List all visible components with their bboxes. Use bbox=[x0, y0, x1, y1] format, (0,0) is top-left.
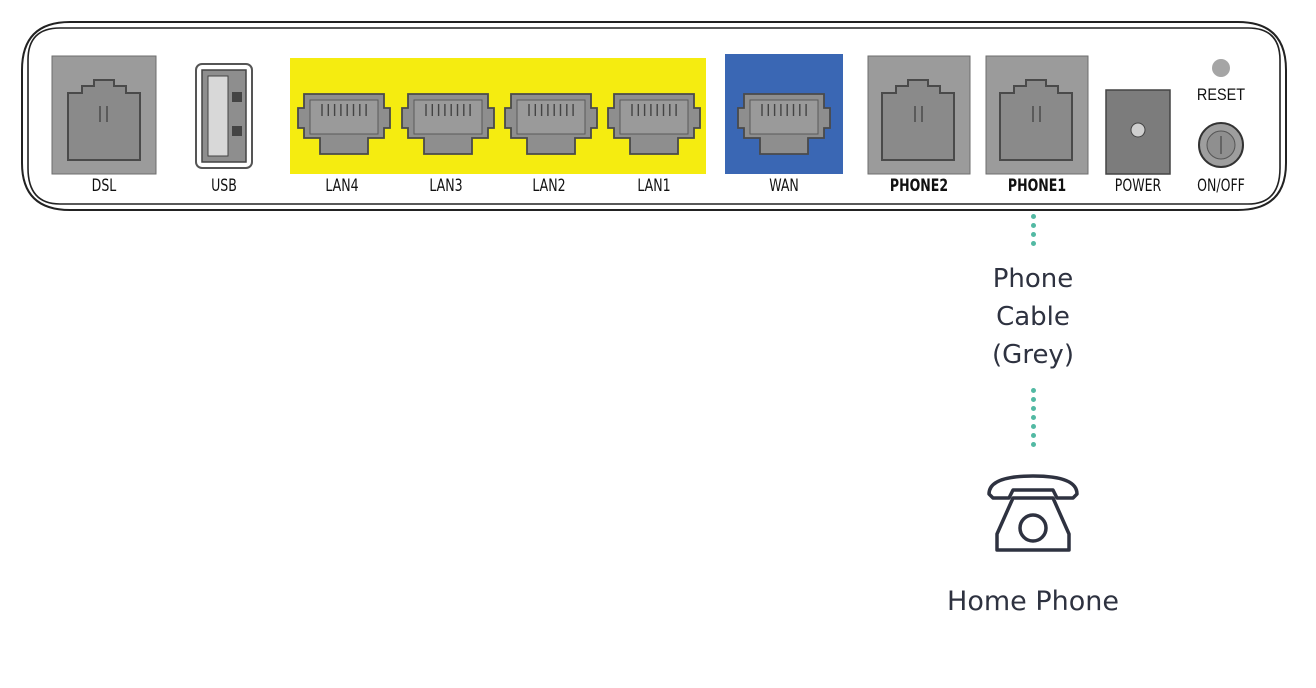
reset-button[interactable] bbox=[1212, 59, 1230, 77]
dsl-port[interactable] bbox=[51, 55, 157, 175]
lan2-port[interactable] bbox=[504, 93, 598, 155]
reset-label: RESET bbox=[1196, 85, 1246, 104]
telephone-icon bbox=[987, 474, 1079, 552]
port-label-dsl: DSL bbox=[91, 176, 117, 196]
port-label-lan2: LAN2 bbox=[532, 176, 566, 196]
cable-connector-upper bbox=[1031, 214, 1037, 250]
cable-label-line-1: Phone bbox=[992, 264, 1074, 294]
cable-label-line-3: (Grey) bbox=[992, 340, 1074, 370]
power-port[interactable] bbox=[1105, 89, 1171, 175]
port-label-usb: USB bbox=[211, 176, 237, 196]
onoff-switch[interactable] bbox=[1198, 122, 1244, 168]
port-label-power: POWER bbox=[1114, 176, 1162, 196]
port-label-phone1: PHONE1 bbox=[1007, 176, 1067, 196]
port-label-lan4: LAN4 bbox=[325, 176, 359, 196]
router-back-panel bbox=[21, 21, 1287, 211]
cable-label-line-2: Cable bbox=[996, 302, 1070, 332]
cable-connector-lower bbox=[1031, 388, 1037, 451]
port-label-lan1: LAN1 bbox=[637, 176, 671, 196]
phone1-port[interactable] bbox=[985, 55, 1089, 175]
port-label-lan3: LAN3 bbox=[429, 176, 463, 196]
lan3-port[interactable] bbox=[401, 93, 495, 155]
usb-port[interactable] bbox=[195, 63, 253, 169]
cable-label: Phone Cable (Grey) bbox=[960, 260, 1106, 374]
device-label: Home Phone bbox=[947, 586, 1119, 617]
wan-port[interactable] bbox=[737, 93, 831, 155]
port-label-wan: WAN bbox=[769, 176, 799, 196]
phone2-port[interactable] bbox=[867, 55, 971, 175]
port-label-phone2: PHONE2 bbox=[889, 176, 949, 196]
lan1-port[interactable] bbox=[607, 93, 701, 155]
lan4-port[interactable] bbox=[297, 93, 391, 155]
port-label-onoff: ON/OFF bbox=[1197, 176, 1245, 196]
